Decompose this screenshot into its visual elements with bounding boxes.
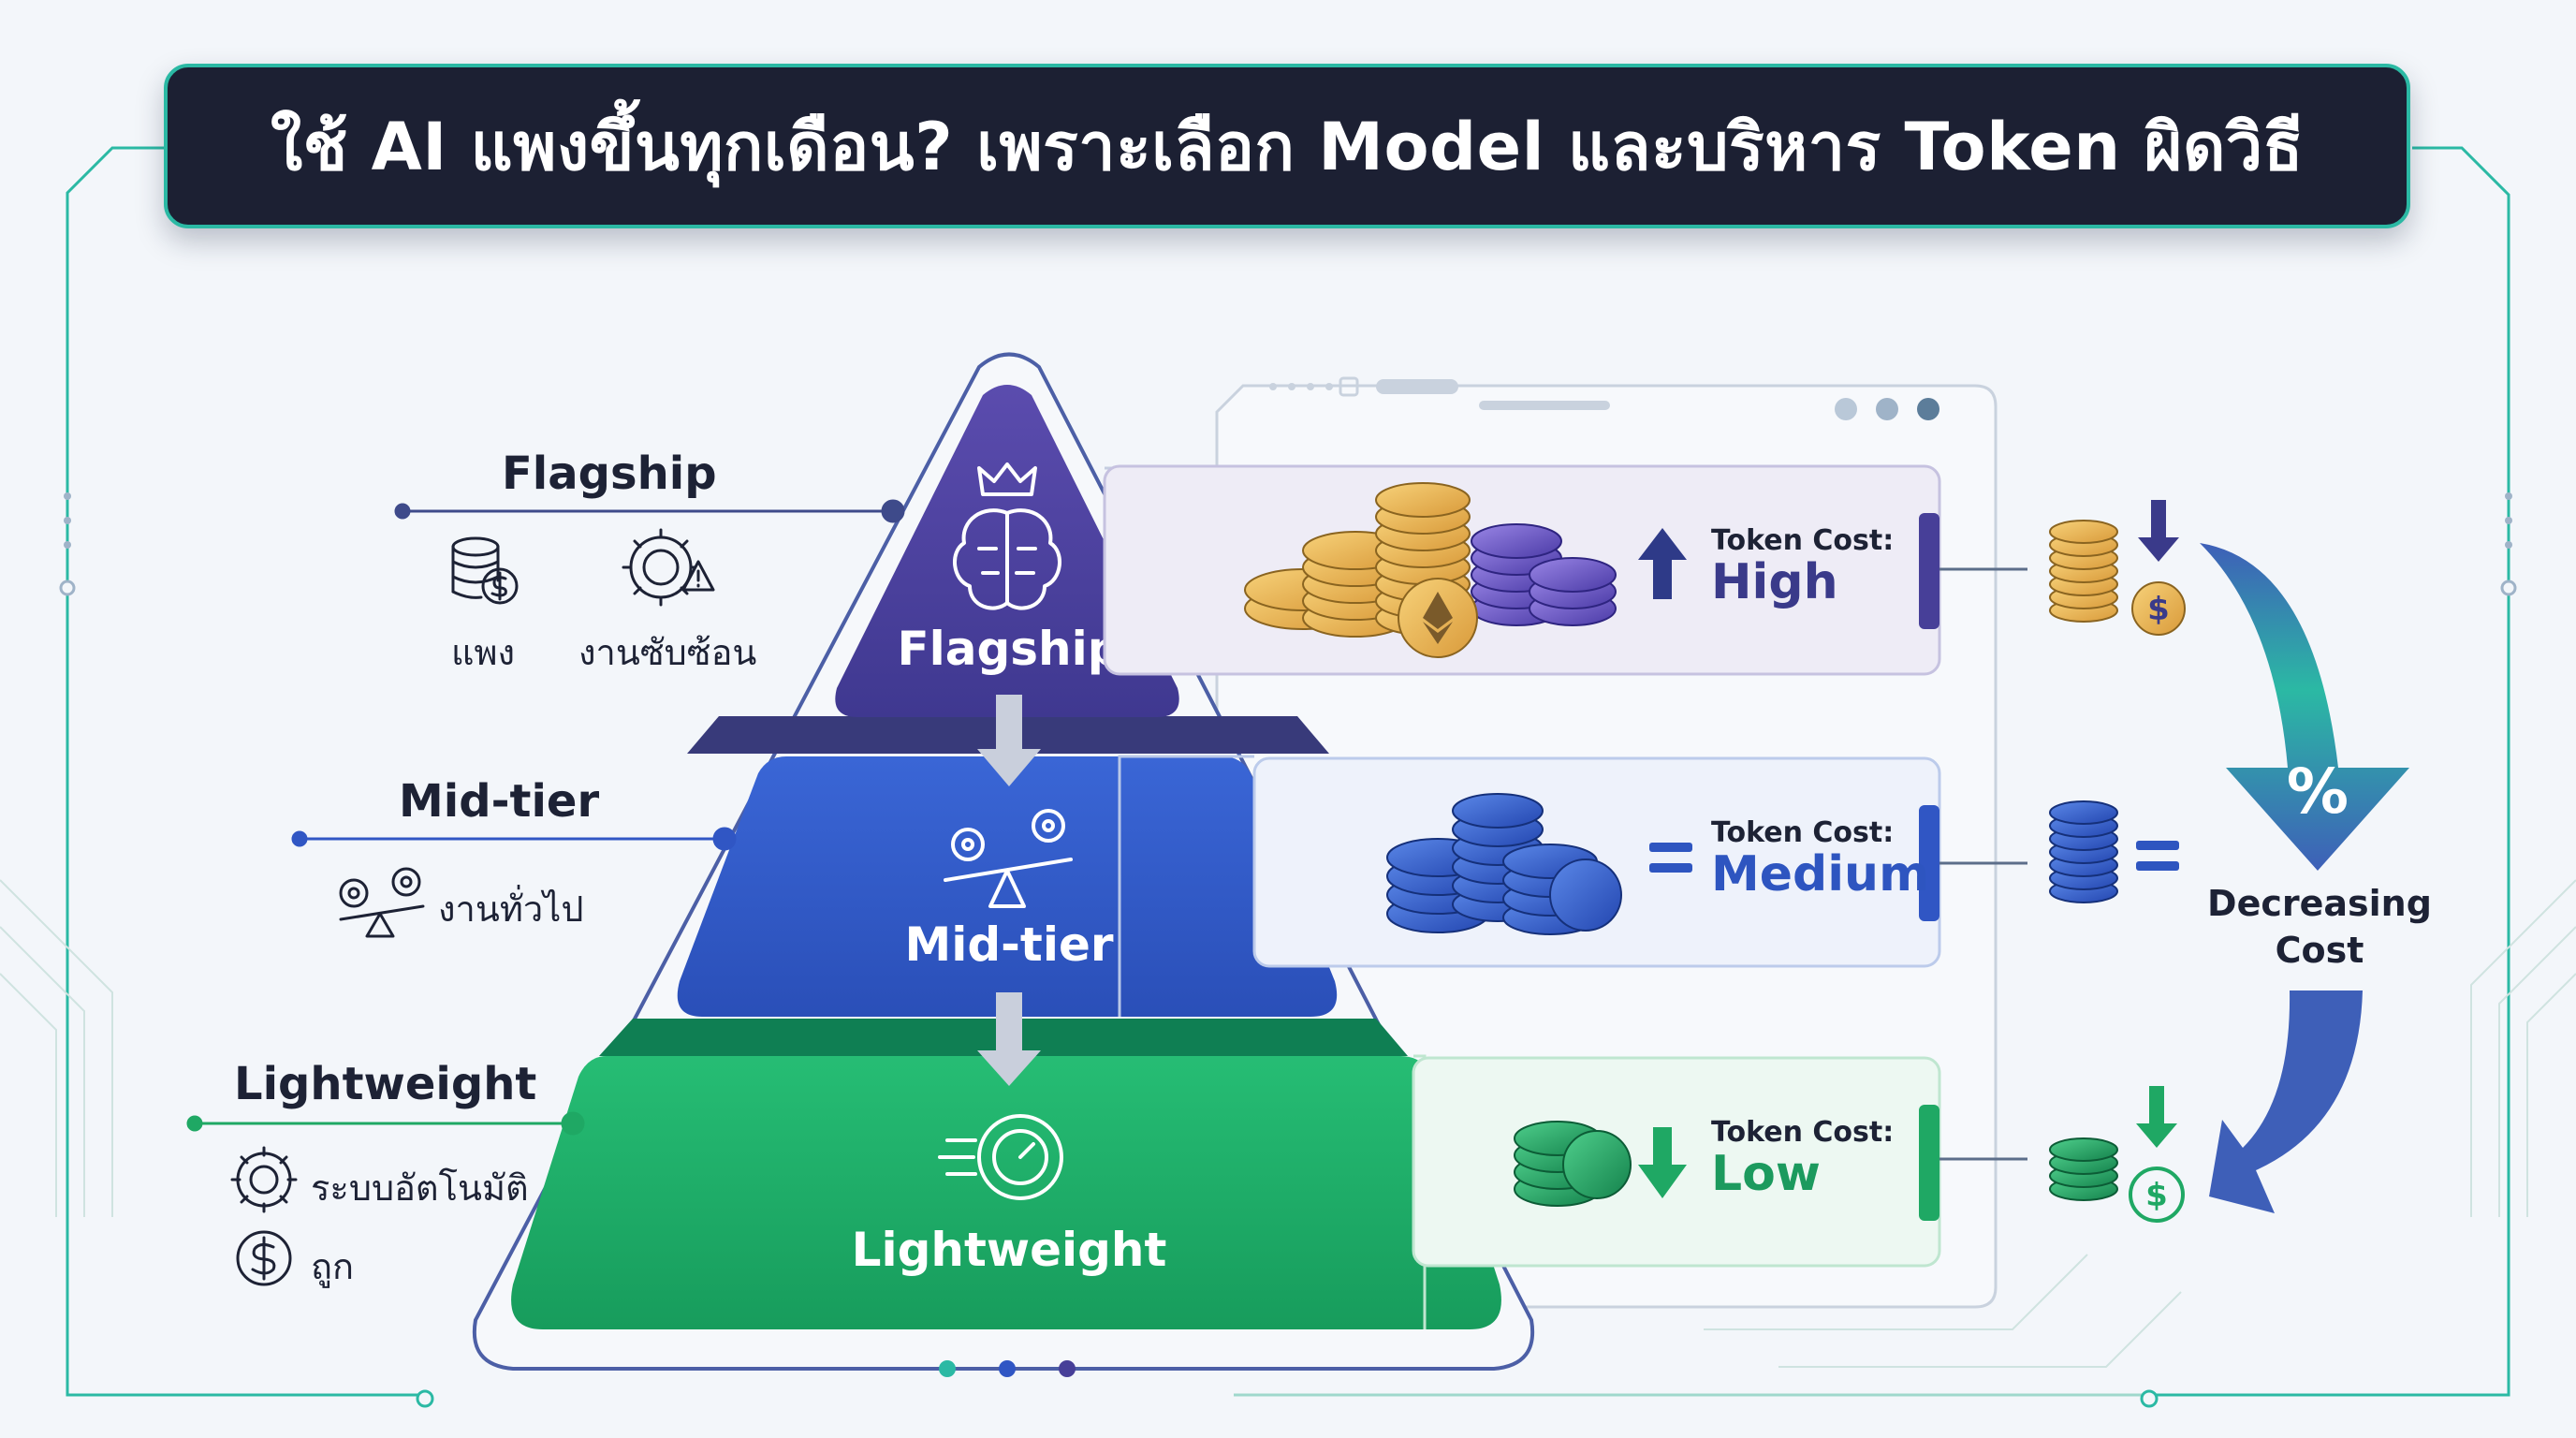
coin-stack-dollar-icon bbox=[451, 536, 519, 605]
arrow-up-icon bbox=[1638, 528, 1687, 599]
tier-mid-name: Mid-tier bbox=[904, 917, 1114, 972]
lightweight-feature-automation: ระบบอัตโนมัติ bbox=[311, 1167, 529, 1209]
decreasing-cost-label: Decreasing Cost bbox=[2170, 880, 2469, 974]
gears-balance-icon bbox=[944, 809, 1073, 908]
lightweight-feature-cheap: ถูก bbox=[311, 1246, 355, 1287]
brain-icon bbox=[952, 508, 1062, 610]
crown-icon bbox=[977, 462, 1037, 496]
flagship-cost-caption: Token Cost: bbox=[1711, 524, 1895, 557]
decreasing-arrow-top bbox=[2200, 543, 2409, 871]
decreasing-arrow-bottom bbox=[2209, 990, 2363, 1213]
equals-icon bbox=[1649, 843, 1692, 873]
decreasing-line1: Decreasing bbox=[2207, 883, 2432, 924]
coins-low-cluster bbox=[1514, 1121, 1632, 1207]
tier-mid-block bbox=[677, 756, 1338, 1017]
arrow-down-icon bbox=[1638, 1127, 1687, 1198]
callout-flagship-label: Flagship bbox=[502, 448, 717, 500]
gear-speed-icon bbox=[938, 1114, 1063, 1200]
tier-lightweight-name: Lightweight bbox=[851, 1223, 1167, 1277]
gear-automation-icon bbox=[230, 1146, 298, 1213]
svg-text:$: $ bbox=[2147, 591, 2170, 628]
pagination-dots bbox=[939, 1360, 1076, 1377]
mid-cost-level: Medium bbox=[1711, 846, 1930, 902]
coins-high-cluster bbox=[1244, 482, 1617, 658]
light-cost-caption: Token Cost: bbox=[1711, 1116, 1895, 1149]
window-controls bbox=[1835, 398, 1939, 420]
flagship-feature-complex: งานซับซ้อน bbox=[578, 632, 757, 673]
page-title: ใช้ AI แพงขึ้นทุกเดือน? เพราะเลือก Model… bbox=[271, 108, 2304, 185]
gears-balance-small-icon bbox=[339, 867, 425, 938]
stack-low-icon bbox=[2049, 1137, 2118, 1201]
flagship-cost-level: High bbox=[1711, 554, 1838, 610]
callout-lightweight-label: Lightweight bbox=[234, 1058, 537, 1110]
mid-feature-general: งานทั่วไป bbox=[438, 888, 584, 930]
light-cost-level: Low bbox=[1711, 1146, 1821, 1202]
tier-lightweight-block bbox=[511, 1056, 1501, 1329]
decreasing-line2: Cost bbox=[2275, 930, 2364, 971]
gear-warning-icon bbox=[622, 528, 715, 607]
percent-symbol: % bbox=[2287, 756, 2349, 828]
flagship-feature-expensive: แพง bbox=[451, 632, 516, 673]
mid-cost-caption: Token Cost: bbox=[1711, 816, 1895, 849]
stack-medium-icon bbox=[2049, 800, 2118, 903]
coins-medium-cluster bbox=[1386, 793, 1622, 935]
svg-text:$: $ bbox=[2145, 1177, 2168, 1214]
card-lightweight bbox=[1412, 1056, 1941, 1268]
callout-mid-label: Mid-tier bbox=[399, 775, 600, 828]
stack-high-icon bbox=[2049, 520, 2186, 636]
tier-down-arrows bbox=[977, 695, 1041, 1086]
tier-flagship-name: Flagship bbox=[897, 622, 1121, 676]
dollar-circle-icon bbox=[236, 1230, 292, 1286]
title-bar: ใช้ AI แพงขึ้นทุกเดือน? เพราะเลือก Model… bbox=[164, 64, 2410, 228]
